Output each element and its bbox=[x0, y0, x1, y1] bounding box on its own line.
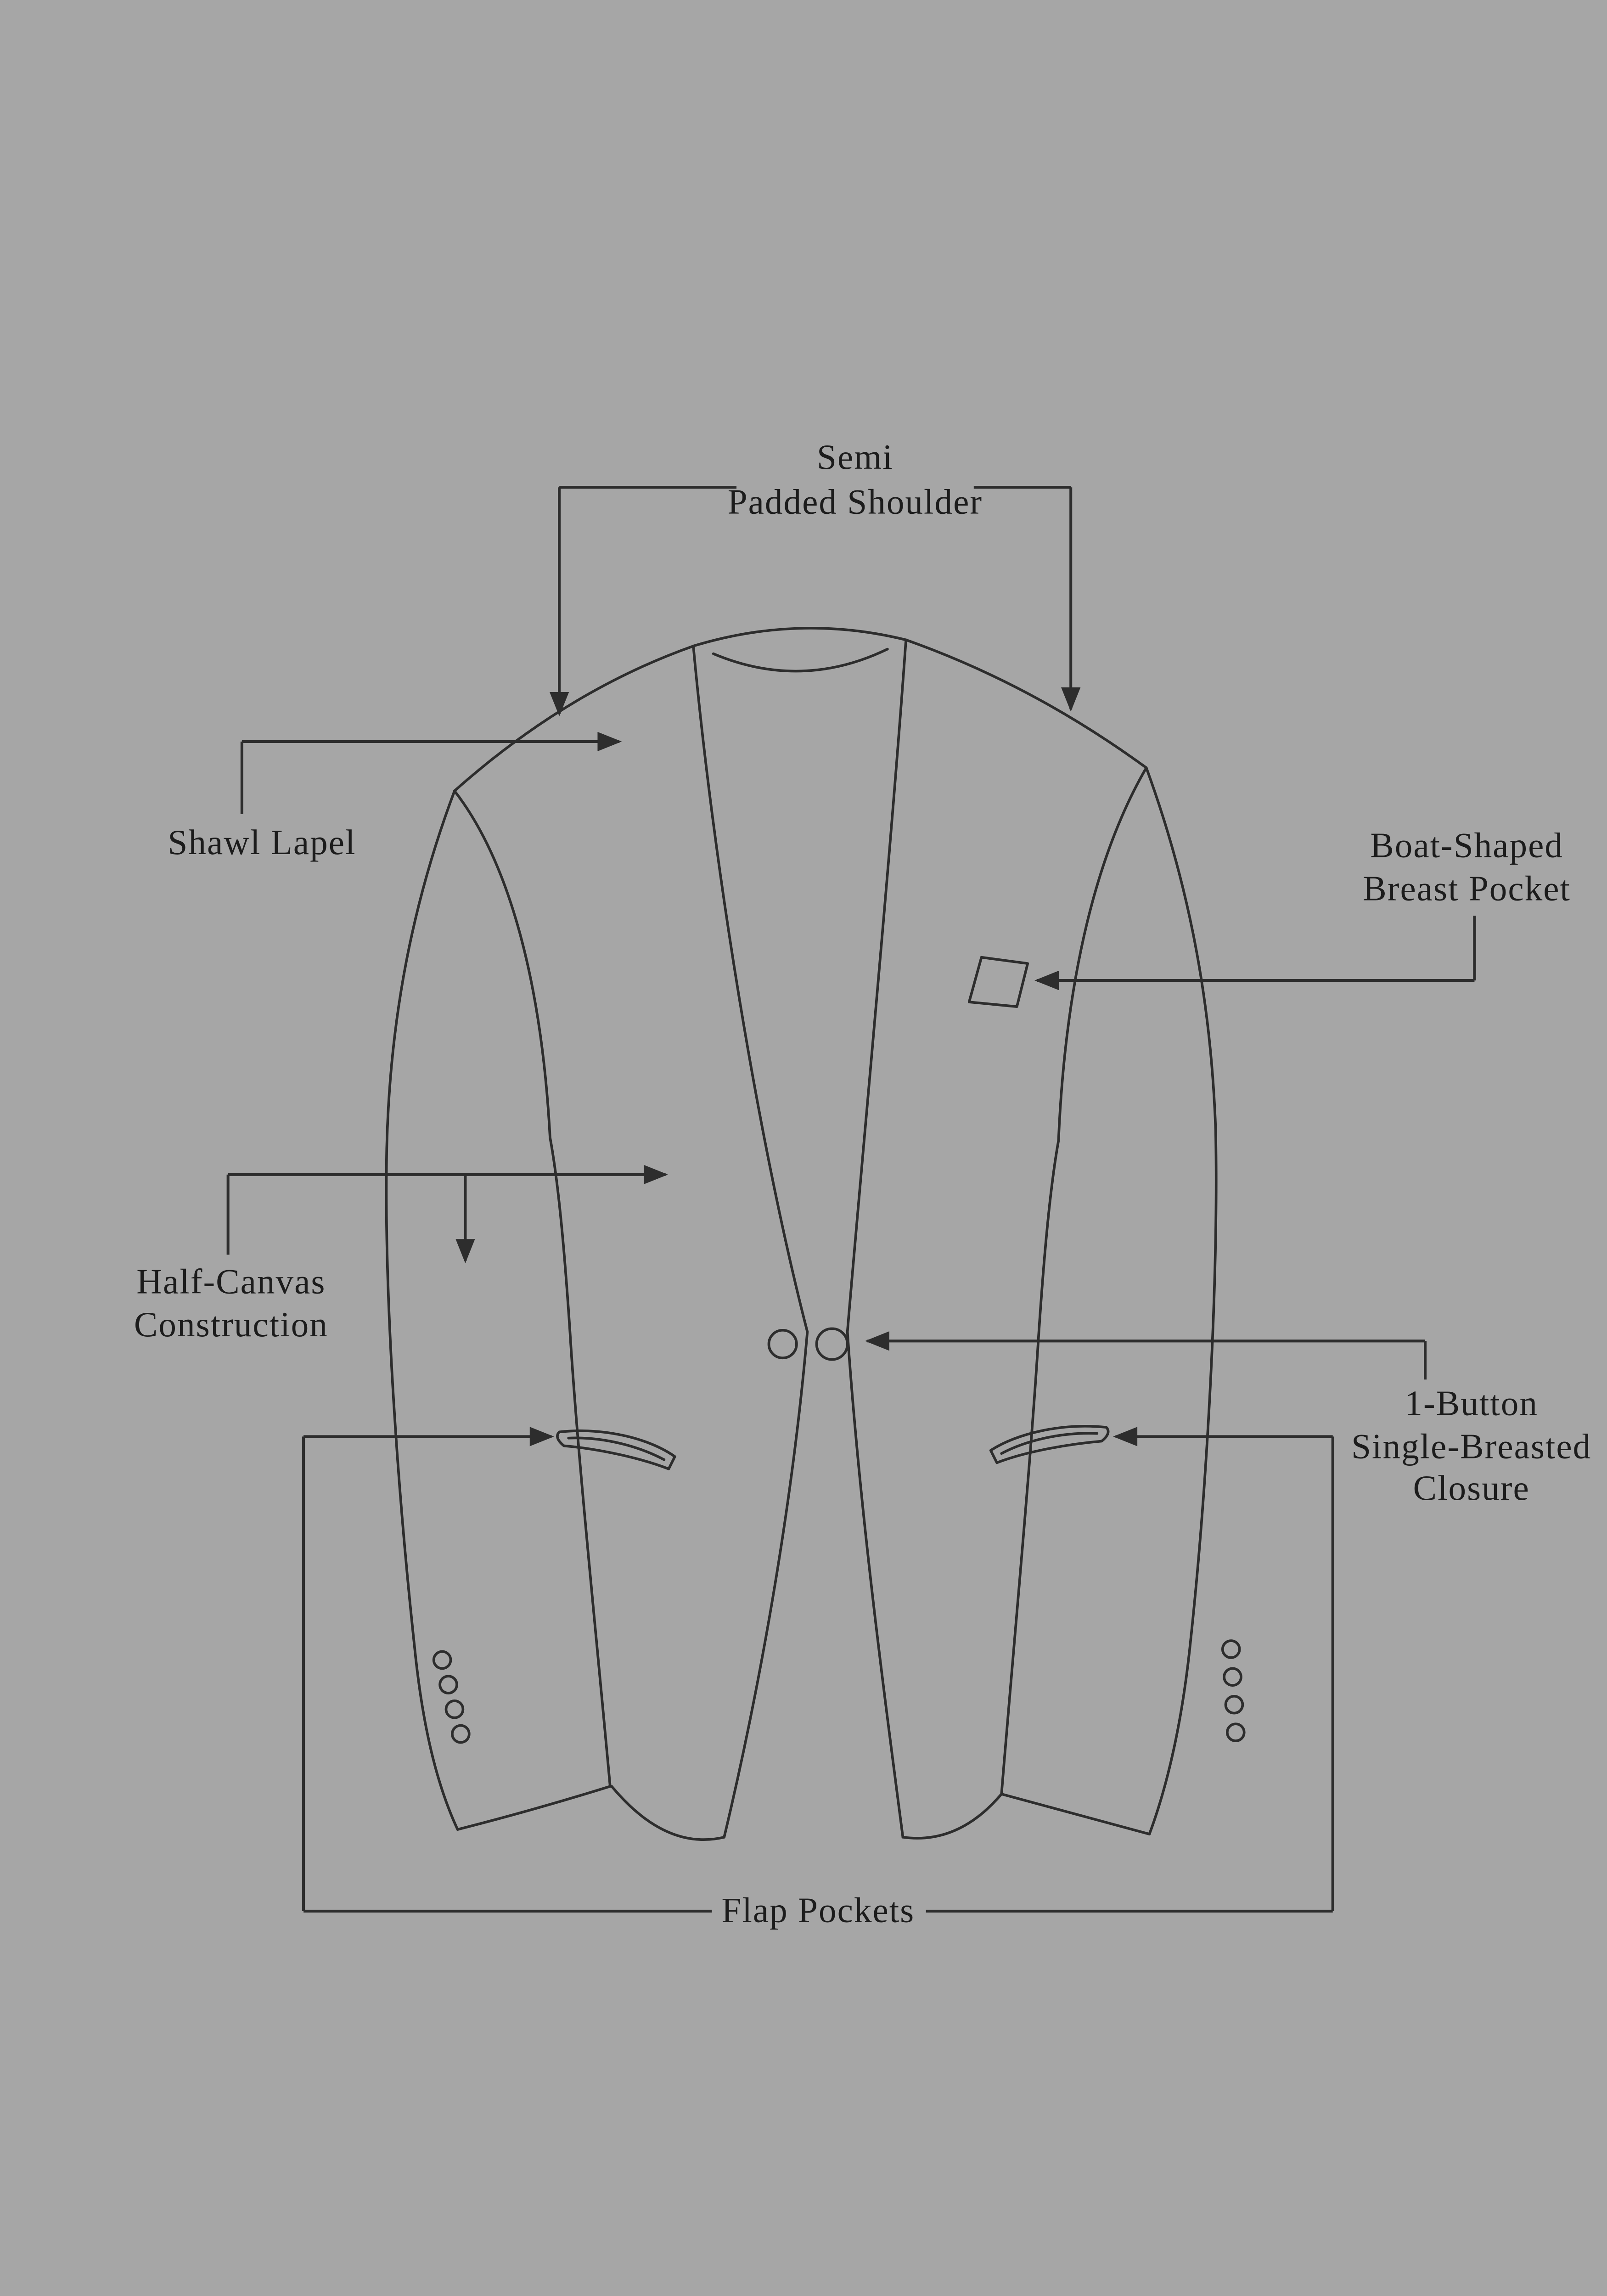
label-boat-breast-pocket: Boat-Shaped bbox=[1370, 826, 1563, 865]
callout-shawl-lapel: Shawl Lapel bbox=[168, 732, 622, 862]
callout-flap-pockets: Flap Pockets bbox=[302, 1427, 1334, 1930]
right-flap-pocket bbox=[989, 1425, 1110, 1464]
right-flap-pocket-seam bbox=[1000, 1432, 1099, 1455]
jacket-left-armhole bbox=[453, 789, 551, 1139]
callout-half-canvas: Half-Canvas Construction bbox=[134, 1165, 668, 1344]
jacket-left-shoulder bbox=[453, 645, 695, 793]
label-semi-padded-shoulder: Semi bbox=[817, 437, 893, 477]
right-cuff-buttons bbox=[1221, 1639, 1246, 1742]
label-shawl-lapel: Shawl Lapel bbox=[168, 822, 356, 862]
label-semi-padded-shoulder: Padded Shoulder bbox=[728, 482, 983, 521]
callout-boat-breast-pocket: Boat-Shaped Breast Pocket bbox=[1034, 826, 1571, 990]
label-half-canvas: Construction bbox=[134, 1305, 328, 1344]
jacket-left-front-edge bbox=[723, 1330, 809, 1839]
label-one-button-closure: Closure bbox=[1413, 1468, 1530, 1508]
breast-pocket bbox=[967, 956, 1029, 1008]
callout-one-button-closure: 1-Button Single-Breasted Closure bbox=[865, 1331, 1591, 1508]
left-flap-pocket-seam bbox=[567, 1436, 666, 1461]
left-flap-pocket bbox=[556, 1429, 676, 1470]
jacket-left-sleeve-inner bbox=[549, 1136, 612, 1788]
jacket-right-sleeve-outer bbox=[1145, 766, 1218, 1835]
jacket-right-cuff bbox=[1000, 1793, 1151, 1835]
closure-button bbox=[767, 1328, 798, 1360]
jacket-left-cuff bbox=[456, 1785, 612, 1831]
jacket-neckline bbox=[712, 647, 889, 673]
jacket-illustration bbox=[385, 627, 1246, 1841]
jacket-left-lapel bbox=[692, 645, 809, 1334]
jacket-right-armhole bbox=[1057, 766, 1148, 1142]
label-flap-pockets: Flap Pockets bbox=[722, 1890, 915, 1930]
label-one-button-closure: 1-Button bbox=[1405, 1383, 1538, 1423]
left-flap-pocket-outline bbox=[556, 1429, 676, 1470]
jacket-right-sleeve-inner bbox=[1000, 1139, 1060, 1795]
jacket-left-sleeve-outer bbox=[385, 789, 459, 1831]
label-half-canvas: Half-Canvas bbox=[136, 1261, 326, 1301]
closure-buttonhole bbox=[815, 1327, 849, 1361]
jacket-collar bbox=[692, 627, 908, 647]
jacket-left-hem bbox=[610, 1785, 726, 1841]
jacket-right-hem bbox=[901, 1793, 1003, 1840]
label-boat-breast-pocket: Breast Pocket bbox=[1363, 869, 1571, 908]
jacket-right-front-edge bbox=[846, 1330, 905, 1839]
left-cuff-buttons bbox=[432, 1650, 471, 1744]
label-one-button-closure: Single-Breasted bbox=[1351, 1426, 1591, 1466]
jacket-right-shoulder bbox=[905, 638, 1148, 769]
jacket-right-lapel bbox=[846, 638, 908, 1334]
callout-semi-padded-shoulder: Semi Padded Shoulder bbox=[549, 437, 1081, 716]
right-flap-pocket-outline bbox=[989, 1425, 1110, 1464]
